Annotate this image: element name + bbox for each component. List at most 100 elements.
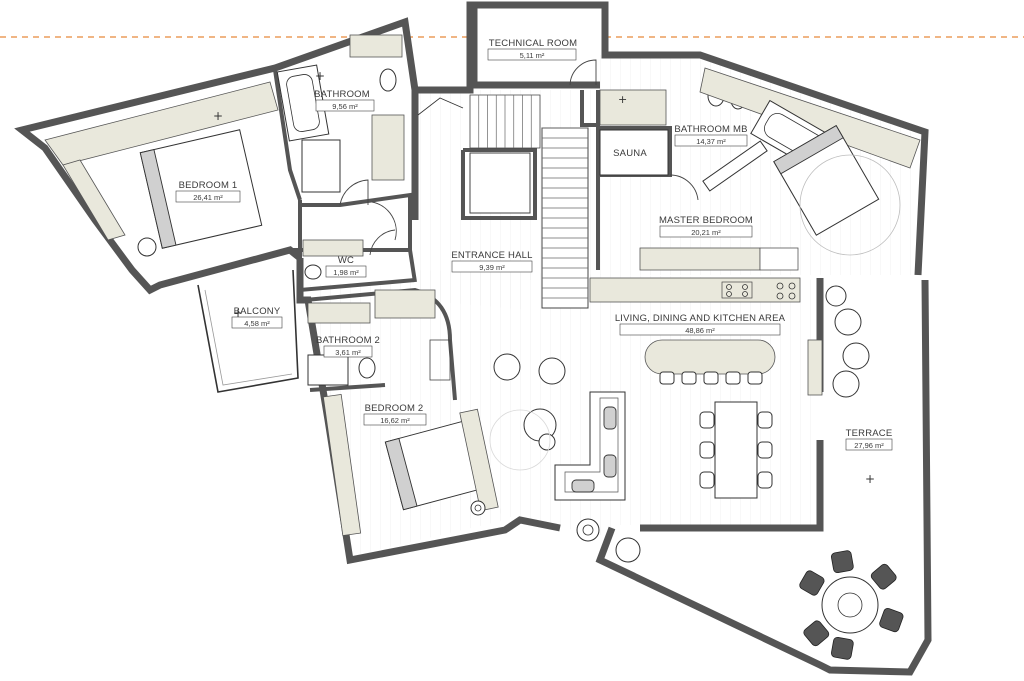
room-name-bathroom-mb: BATHROOM MB bbox=[674, 124, 747, 135]
kitchen-hob bbox=[721, 281, 753, 299]
bathroom2-counter bbox=[307, 302, 371, 324]
terrace-chairs bbox=[825, 285, 870, 398]
stairs-spiral bbox=[417, 97, 464, 116]
mb-vanity-cross: + bbox=[618, 93, 627, 106]
room-label-sauna: SAUNA bbox=[613, 148, 647, 159]
terrace-round-table bbox=[821, 576, 879, 634]
kitchen-tall-fridge bbox=[759, 247, 799, 271]
room-area-entrance: 9,39 m² bbox=[479, 263, 505, 272]
bathroom-cross: + bbox=[315, 69, 325, 83]
wc-toilet bbox=[304, 264, 322, 280]
terrace-planter bbox=[615, 537, 641, 563]
room-name-bedroom1: BEDROOM 1 bbox=[179, 180, 238, 191]
bathroom-tub bbox=[276, 64, 330, 142]
mb-shower-glass bbox=[702, 140, 768, 192]
terrace-cross: + bbox=[865, 472, 875, 486]
armchair-right bbox=[538, 357, 566, 385]
bedroom1-chair bbox=[137, 237, 157, 257]
stairs-upper bbox=[469, 94, 541, 149]
room-area-living: 48,86 m² bbox=[685, 326, 715, 335]
terrace-dining-chair bbox=[879, 607, 904, 633]
room-area-balcony: 4,58 m² bbox=[244, 319, 270, 328]
room-label-technical: TECHNICAL ROOM 5,11 m² bbox=[487, 38, 577, 61]
terrace-chair bbox=[842, 342, 870, 370]
exterior-wall-upper bbox=[411, 1, 929, 276]
room-name-living: LIVING, DINING AND KITCHEN AREA bbox=[615, 313, 786, 324]
island-stools bbox=[659, 371, 763, 385]
plant-pot-inner bbox=[582, 524, 594, 536]
room-area-bathroom: 9,56 m² bbox=[332, 102, 358, 111]
room-label-bedroom1: BEDROOM 1 26,41 m² bbox=[175, 180, 241, 203]
bedroom1-side-cabinet bbox=[62, 159, 126, 241]
bedroom2-lamp bbox=[470, 500, 486, 516]
room-label-bathroom-mb: BATHROOM MB 14,37 m² bbox=[674, 124, 747, 147]
room-name-bathroom2: BATHROOM 2 bbox=[316, 335, 380, 346]
bedroom2-lamp-inner bbox=[474, 504, 482, 512]
room-label-balcony: BALCONY 4,58 m² bbox=[231, 306, 283, 329]
bar-stool bbox=[703, 371, 719, 385]
stair-landing bbox=[469, 152, 531, 214]
wc-door bbox=[369, 229, 396, 256]
bathroom2-vanity bbox=[307, 354, 349, 386]
dining-chair bbox=[699, 411, 715, 429]
room-label-wc: WC 1,98 m² bbox=[325, 255, 367, 278]
room-name-terrace: TERRACE bbox=[846, 428, 893, 439]
room-name-sauna: SAUNA bbox=[613, 148, 647, 159]
room-name-technical: TECHNICAL ROOM bbox=[489, 38, 577, 49]
living-sofa bbox=[554, 391, 626, 501]
balcony-rail bbox=[197, 269, 299, 393]
terrace-dining-chair bbox=[831, 550, 854, 574]
room-label-living: LIVING, DINING AND KITCHEN AREA 48,86 m² bbox=[615, 313, 786, 336]
bathroom2-shower bbox=[374, 289, 436, 319]
balcony-rail-inner bbox=[204, 289, 293, 386]
bedroom1-cross: + bbox=[213, 109, 223, 123]
bathroom2-toilet bbox=[358, 357, 376, 379]
bedroom2-desk bbox=[459, 408, 499, 512]
bathroom-counter-top bbox=[349, 34, 403, 58]
bar-stool bbox=[747, 371, 763, 385]
armchair-left bbox=[493, 353, 521, 381]
kitchen-tall-cabinets bbox=[639, 247, 761, 271]
plant-pot bbox=[576, 518, 600, 542]
terrace-chair bbox=[834, 308, 862, 336]
master-bed-pillows bbox=[773, 125, 844, 175]
wall-wc bbox=[298, 249, 417, 293]
terrace-chair bbox=[832, 370, 860, 398]
room-area-bedroom1: 26,41 m² bbox=[193, 193, 223, 202]
terrace-dining-chair bbox=[870, 563, 897, 590]
bedroom1-wardrobe bbox=[44, 81, 279, 166]
technical-door bbox=[569, 59, 597, 86]
exterior-wall-terrace bbox=[595, 279, 932, 676]
dining-chair bbox=[699, 441, 715, 459]
room-area-bathroom2: 3,61 m² bbox=[335, 348, 361, 357]
bathroom-door bbox=[339, 179, 369, 206]
room-name-entrance: ENTRANCE HALL bbox=[451, 250, 532, 261]
kitchen-island bbox=[644, 339, 776, 375]
terrace-dining-chair bbox=[803, 620, 830, 647]
bathroom-toilet bbox=[379, 68, 397, 92]
room-name-bedroom2: BEDROOM 2 bbox=[365, 403, 424, 414]
room-area-wc: 1,98 m² bbox=[333, 268, 359, 277]
terrace-table-chairs bbox=[799, 550, 904, 660]
bar-stool bbox=[681, 371, 697, 385]
bedroom2-wardrobe bbox=[322, 393, 362, 537]
bar-stool bbox=[659, 371, 675, 385]
balcony-floor bbox=[198, 270, 298, 392]
balcony-cross: + bbox=[233, 306, 243, 320]
dining-chair bbox=[757, 441, 773, 459]
room-label-entrance: ENTRANCE HALL 9,39 m² bbox=[451, 250, 532, 273]
terrace-dining-chair bbox=[799, 570, 825, 596]
wall-stairs bbox=[461, 148, 537, 220]
master-bed-rug bbox=[799, 154, 901, 256]
mb-vanity-counter bbox=[599, 89, 667, 126]
rug-circle bbox=[489, 409, 551, 471]
terrace-round-table-inner bbox=[837, 592, 863, 618]
bedroom1-bed-pillows bbox=[139, 149, 177, 249]
kitchen-counter bbox=[589, 277, 801, 303]
terrace-chair bbox=[825, 285, 847, 307]
room-area-terrace: 27,96 m² bbox=[854, 441, 884, 450]
room-label-bedroom2: BEDROOM 2 16,62 m² bbox=[363, 403, 427, 426]
room-label-bathroom: BATHROOM 9,56 m² bbox=[314, 89, 375, 112]
bedroom2-door-frame bbox=[429, 339, 451, 381]
side-table bbox=[538, 433, 556, 451]
